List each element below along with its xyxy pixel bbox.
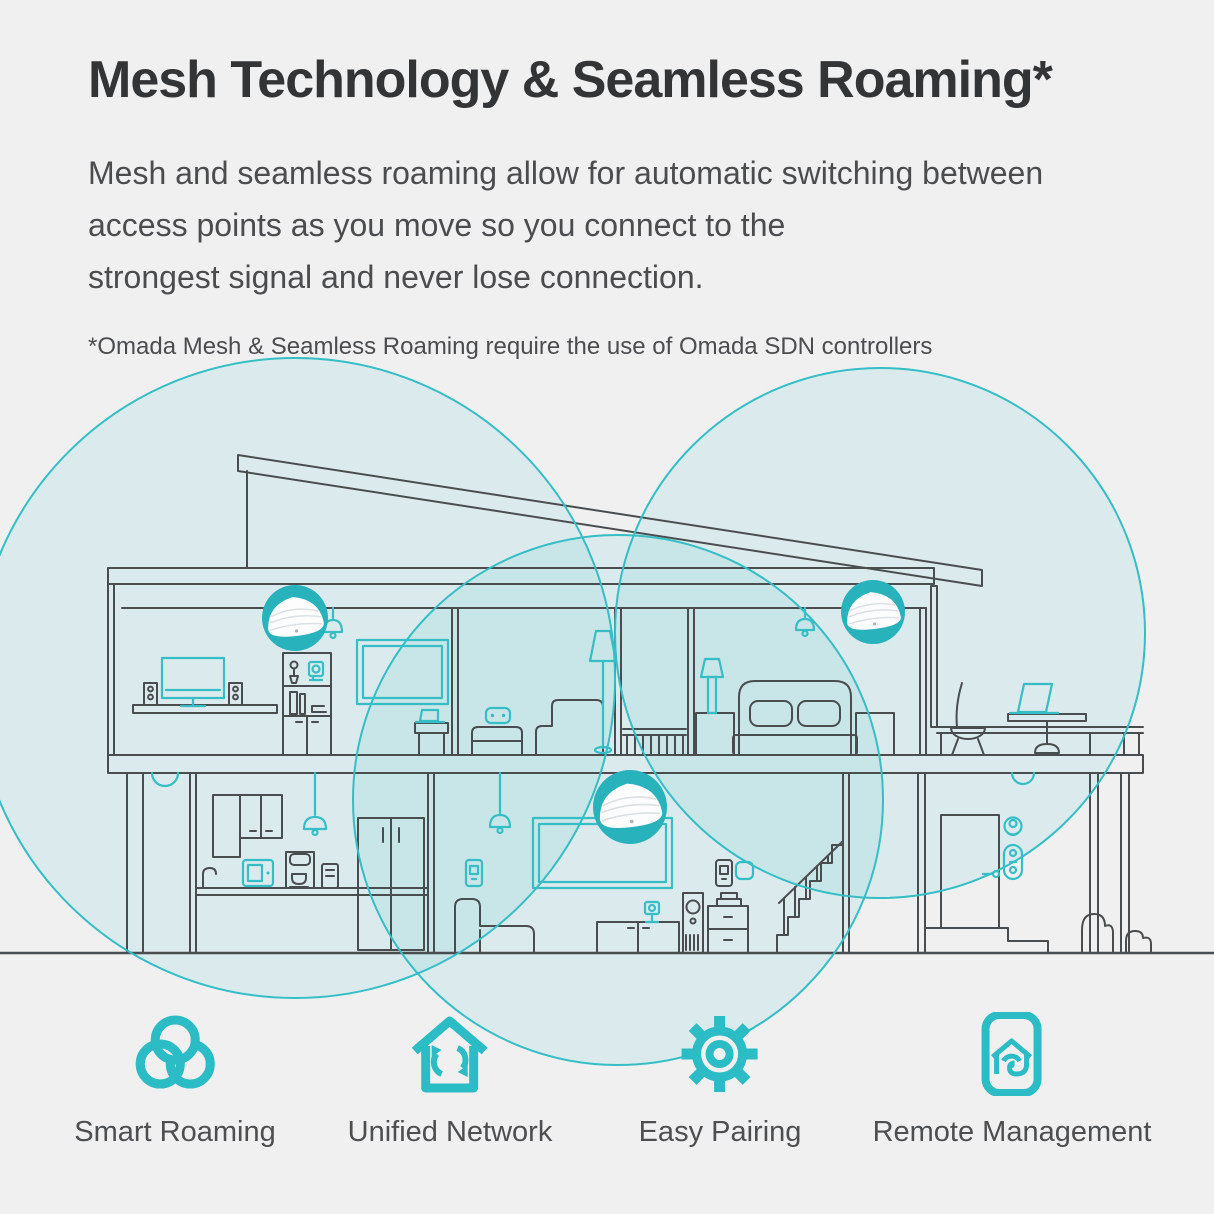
feature-label: Easy Pairing (638, 1116, 802, 1148)
teal-accent-art (150, 606, 1060, 924)
unified-network-icon (408, 1012, 492, 1096)
access-point-badge (593, 770, 667, 844)
smart-roaming-icon (129, 1012, 221, 1096)
header-text: Mesh Technology & Seamless Roaming* Mesh… (88, 51, 1154, 361)
coverage-circle (352, 534, 884, 1066)
remote-management-icon (970, 1012, 1054, 1096)
house-line-art (0, 454, 1214, 955)
feature-label: Unified Network (347, 1116, 553, 1148)
feature-label: Smart Roaming (74, 1116, 276, 1148)
coverage-circle (0, 357, 616, 999)
feature-row: Smart Roaming (0, 1012, 1214, 1182)
feature-remote-management: Remote Management (872, 1012, 1152, 1149)
easy-pairing-icon (678, 1012, 762, 1096)
page-title: Mesh Technology & Seamless Roaming* (88, 51, 1053, 109)
description-text: Mesh and seamless roaming allow for auto… (88, 155, 1044, 296)
coverage-circle-fills (0, 358, 1145, 1065)
access-point-badge (262, 585, 328, 651)
coverage-circle-strokes (0, 357, 1146, 1066)
feature-easy-pairing: Easy Pairing (638, 1012, 802, 1149)
feature-smart-roaming: Smart Roaming (74, 1012, 276, 1149)
access-point-badge (841, 580, 905, 644)
feature-unified-network: Unified Network (347, 1012, 553, 1149)
access-points (262, 580, 905, 844)
coverage-circle (614, 367, 1146, 899)
feature-label: Remote Management (872, 1116, 1152, 1148)
footnote-text: *Omada Mesh & Seamless Roaming require t… (88, 333, 933, 361)
